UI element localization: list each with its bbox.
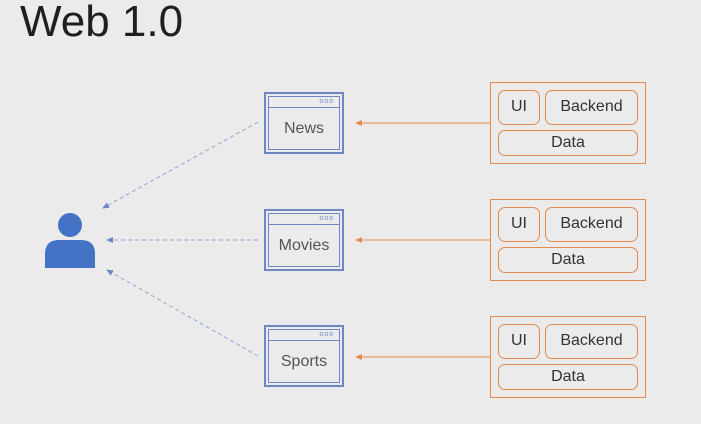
data-layer: Data xyxy=(498,247,638,273)
ui-layer: UI xyxy=(498,207,540,242)
browser-window-sports: ooo Sports xyxy=(264,325,344,387)
server-stack-news: UI Backend Data xyxy=(490,82,646,164)
window-dots-icon: ooo xyxy=(319,215,334,222)
window-dots-icon: ooo xyxy=(319,331,334,338)
data-layer: Data xyxy=(498,364,638,390)
user-icon xyxy=(45,213,95,268)
site-label-movies: Movies xyxy=(278,237,330,254)
backend-layer: Backend xyxy=(545,207,638,242)
slide-title: Web 1.0 xyxy=(20,0,184,46)
server-stack-movies: UI Backend Data xyxy=(490,199,646,281)
data-layer: Data xyxy=(498,130,638,156)
arrow-news-to-user xyxy=(102,121,259,209)
window-title-bar: ooo xyxy=(268,213,340,225)
browser-window-news: ooo News xyxy=(264,92,344,154)
browser-window-movies: ooo Movies xyxy=(264,209,344,271)
ui-layer: UI xyxy=(498,90,540,125)
ui-layer: UI xyxy=(498,324,540,359)
server-stack-sports: UI Backend Data xyxy=(490,316,646,398)
window-title-bar: ooo xyxy=(268,96,340,108)
site-label-news: News xyxy=(283,120,324,137)
window-dots-icon: ooo xyxy=(319,98,334,105)
backend-layer: Backend xyxy=(545,90,638,125)
site-label-sports: Sports xyxy=(280,353,328,370)
backend-layer: Backend xyxy=(545,324,638,359)
arrow-sports-to-user xyxy=(106,269,259,357)
window-title-bar: ooo xyxy=(268,329,340,341)
